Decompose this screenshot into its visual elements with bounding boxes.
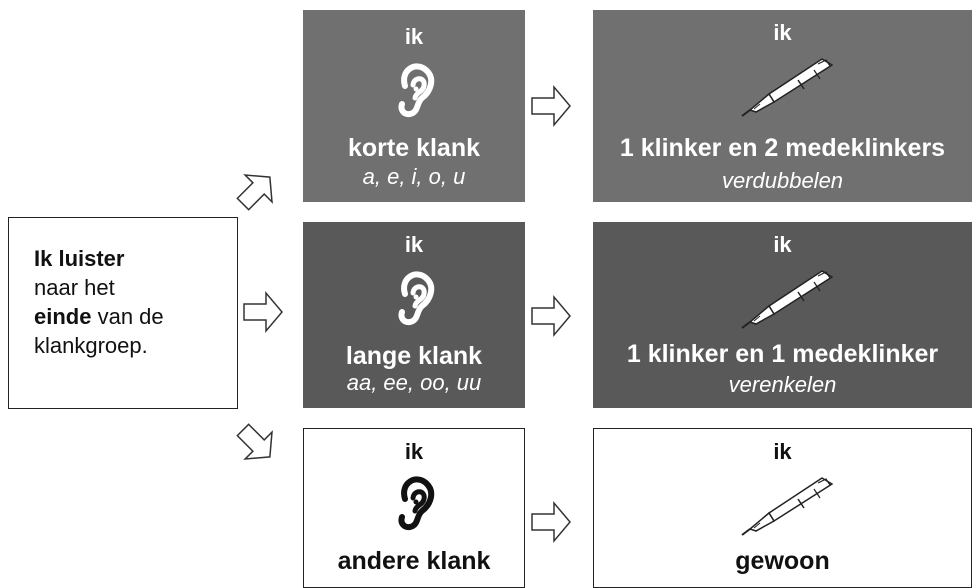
ear-icon — [389, 58, 439, 118]
write-box-single: ik 1 klinker en 1 medeklinker verenkelen — [593, 222, 972, 408]
hear-title: korte klank — [347, 134, 480, 162]
write-box-double: ik 1 klinker en 2 medeklinkers verdubbel… — [593, 10, 972, 202]
fountain-pen-icon — [740, 477, 833, 536]
hear-examples: a, e, i, o, u — [362, 164, 466, 189]
hear-box-other: ik andere klank — [303, 428, 525, 588]
ik-label: ik — [773, 20, 792, 45]
write-box-normal: ik gewoon — [593, 428, 972, 588]
ik-label: ik — [773, 439, 792, 464]
write-rule: verdubbelen — [721, 168, 844, 193]
write-title: 1 klinker en 2 medeklinkers — [619, 134, 946, 162]
hear-box-long: ik lange klank aa, ee, oo, uu — [303, 222, 525, 408]
ik-label: ik — [773, 232, 792, 257]
write-rule: verenkelen — [728, 372, 837, 397]
write-title: gewoon — [735, 547, 830, 575]
hear-title: andere klank — [337, 547, 491, 575]
hear-title: lange klank — [345, 342, 483, 370]
ear-icon — [389, 471, 439, 531]
fountain-pen-icon — [740, 270, 833, 329]
ik-label: ik — [404, 439, 424, 464]
ik-label: ik — [404, 232, 424, 257]
write-title: 1 klinker en 1 medeklinker — [626, 340, 939, 368]
ik-label: ik — [404, 24, 424, 49]
intro-line-2: naar het — [34, 275, 115, 300]
arrow-right-icon — [243, 292, 283, 332]
arrow-right-icon — [531, 502, 571, 542]
hear-examples: aa, ee, oo, uu — [346, 370, 482, 395]
arrow-down-right-icon — [228, 416, 285, 472]
intro-strong-1: Ik luister — [34, 246, 125, 271]
intro-line-4: klankgroep. — [34, 333, 148, 358]
ear-icon — [389, 266, 439, 326]
arrow-right-icon — [531, 86, 571, 126]
fountain-pen-icon — [740, 58, 833, 117]
hear-box-short: ik korte klank a, e, i, o, u — [303, 10, 525, 202]
arrow-right-icon — [531, 296, 571, 336]
intro-line-3-rest: van de — [91, 304, 164, 329]
arrow-up-right-icon — [228, 162, 285, 218]
intro-box: Ik luister naar het einde van de klankgr… — [8, 217, 238, 409]
intro-strong-2: einde — [34, 304, 92, 329]
